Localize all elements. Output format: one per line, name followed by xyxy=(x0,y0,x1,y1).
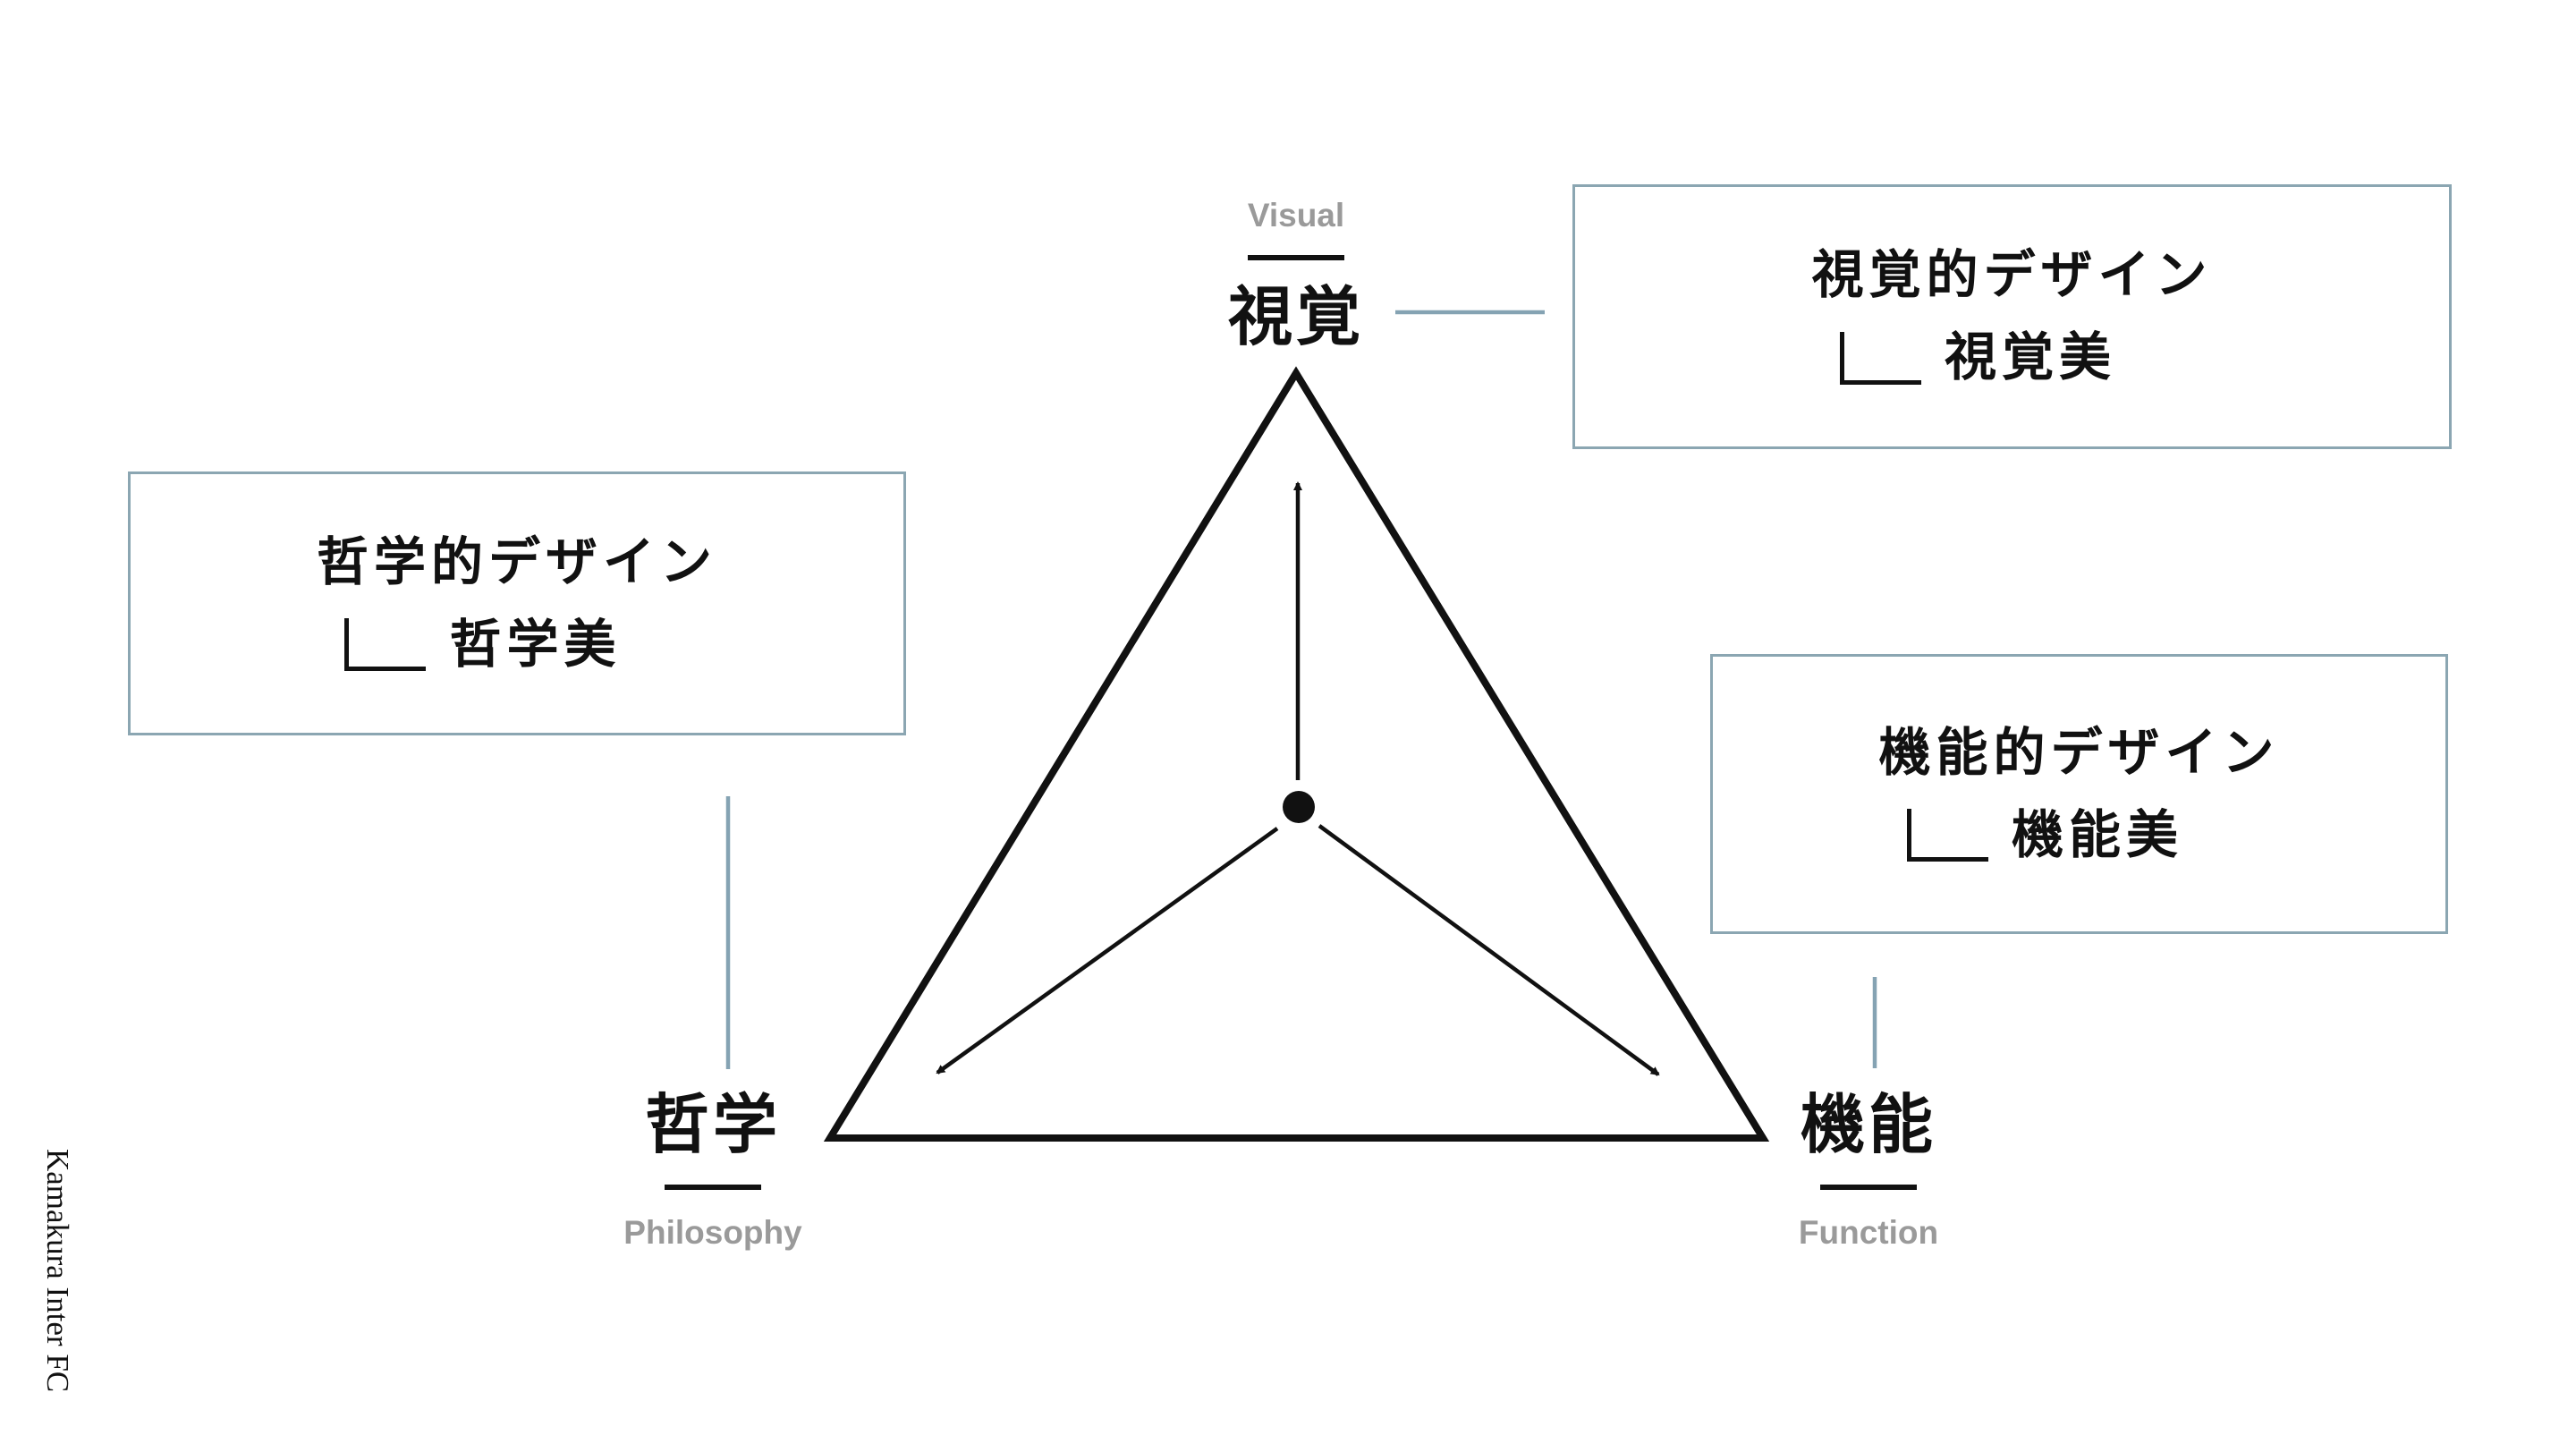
vertex-function-jp-label: 機能 xyxy=(1800,1090,1936,1161)
vertex-philosophy: 哲学 Philosophy xyxy=(534,1090,892,1253)
center-dot xyxy=(1283,791,1315,823)
callout-function-subrow: 機能美 xyxy=(1906,805,2183,864)
callout-visual-subrow: 視覚美 xyxy=(1839,328,2116,386)
callout-function-title: 機能的デザイン xyxy=(1878,723,2280,782)
callout-box-philosophy-design: 哲学的デザイン 哲学美 xyxy=(128,471,906,735)
vertex-function-rule xyxy=(1820,1185,1917,1190)
callout-box-function-design: 機能的デザイン 機能美 xyxy=(1710,654,2448,934)
callout-visual-sub: 視覚美 xyxy=(1944,328,2116,386)
vertex-visual-rule xyxy=(1248,255,1344,260)
vertex-function: 機能 Function xyxy=(1690,1090,2047,1253)
vertex-philosophy-en-label: Philosophy xyxy=(623,1214,802,1251)
branch-elbow-icon xyxy=(1839,331,1921,385)
branch-elbow-icon xyxy=(1906,809,1988,862)
callout-philosophy-sub: 哲学美 xyxy=(449,615,622,674)
arrow-down-left xyxy=(936,827,1279,1075)
watermark-kamakura-inter-fc: Kamakura Inter FC xyxy=(40,1149,75,1393)
vertex-philosophy-jp-label: 哲学 xyxy=(644,1090,781,1161)
callout-visual-title: 視覚的デザイン xyxy=(1811,246,2213,304)
branch-elbow-icon xyxy=(344,618,427,671)
arrow-down-right xyxy=(1318,824,1660,1076)
vertex-function-en-label: Function xyxy=(1798,1214,1939,1251)
callout-philosophy-subrow: 哲学美 xyxy=(344,615,622,674)
callout-philosophy-title: 哲学的デザイン xyxy=(316,532,717,591)
vertex-visual: Visual 視覚 xyxy=(1117,196,1475,353)
callout-function-sub: 機能美 xyxy=(2011,805,2183,864)
callout-box-visual-design: 視覚的デザイン 視覚美 xyxy=(1572,184,2452,449)
vertex-visual-en-label: Visual xyxy=(1247,197,1345,234)
vertex-visual-jp-label: 視覚 xyxy=(1227,282,1364,353)
triangle-outline xyxy=(823,366,1770,1142)
vertex-philosophy-rule xyxy=(665,1185,761,1190)
